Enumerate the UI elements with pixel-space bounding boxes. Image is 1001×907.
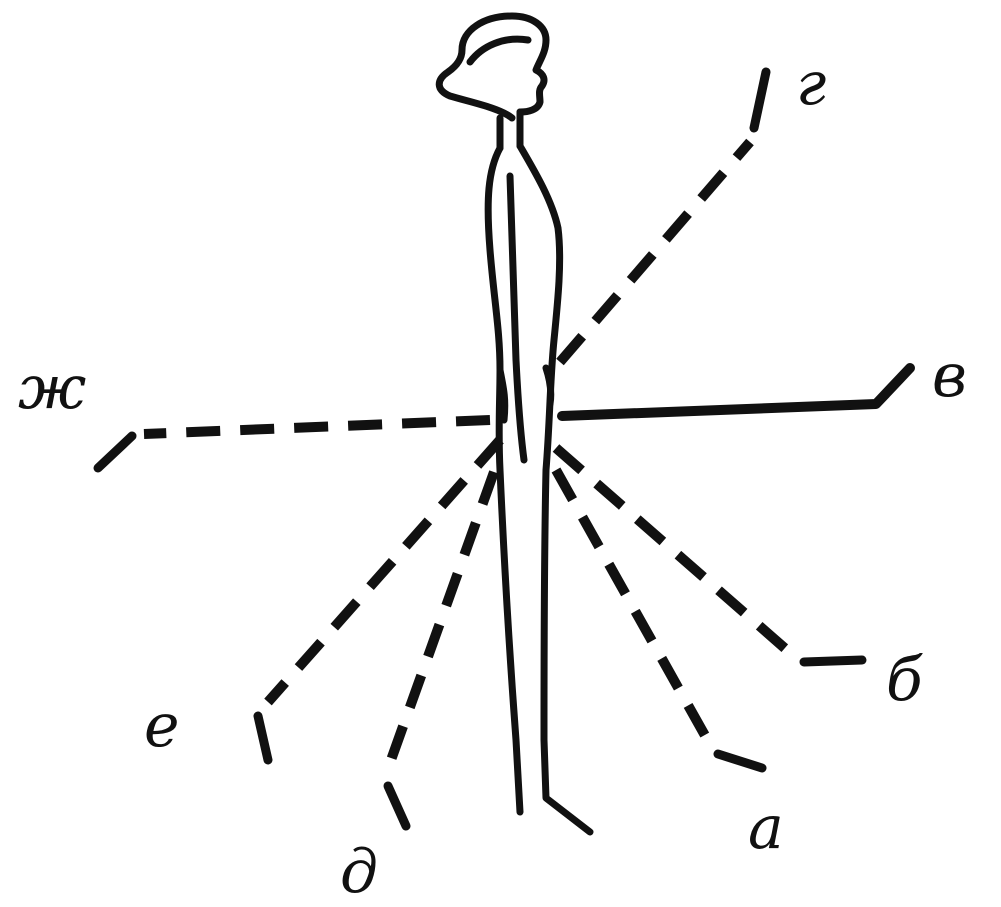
label-a: а	[748, 793, 784, 863]
label-zh: ж	[18, 353, 86, 423]
ray-b-tip	[804, 660, 862, 662]
ray-d-tip	[388, 786, 406, 826]
figure-hand	[500, 368, 551, 420]
ray-v[interactable]	[562, 368, 910, 416]
label-b: б	[886, 645, 923, 715]
ray-a	[556, 470, 712, 748]
label-d: д	[340, 837, 378, 907]
figure-front	[520, 146, 590, 832]
ray-a-tip	[718, 754, 762, 768]
figure-hair	[470, 39, 528, 62]
ray-g	[560, 142, 750, 362]
label-e: е	[144, 691, 180, 761]
ray-b	[556, 448, 796, 658]
ray-e-tip	[258, 716, 268, 760]
figure-arm	[510, 176, 524, 460]
ray-zh	[144, 420, 490, 434]
ray-g-tip	[754, 72, 766, 128]
position-rays	[98, 72, 910, 826]
figure-head	[439, 16, 546, 118]
ray-d	[386, 472, 494, 774]
label-v: в	[932, 341, 967, 411]
ray-e	[268, 440, 500, 702]
label-g: г	[796, 49, 826, 119]
ray-zh-tip	[98, 436, 132, 468]
